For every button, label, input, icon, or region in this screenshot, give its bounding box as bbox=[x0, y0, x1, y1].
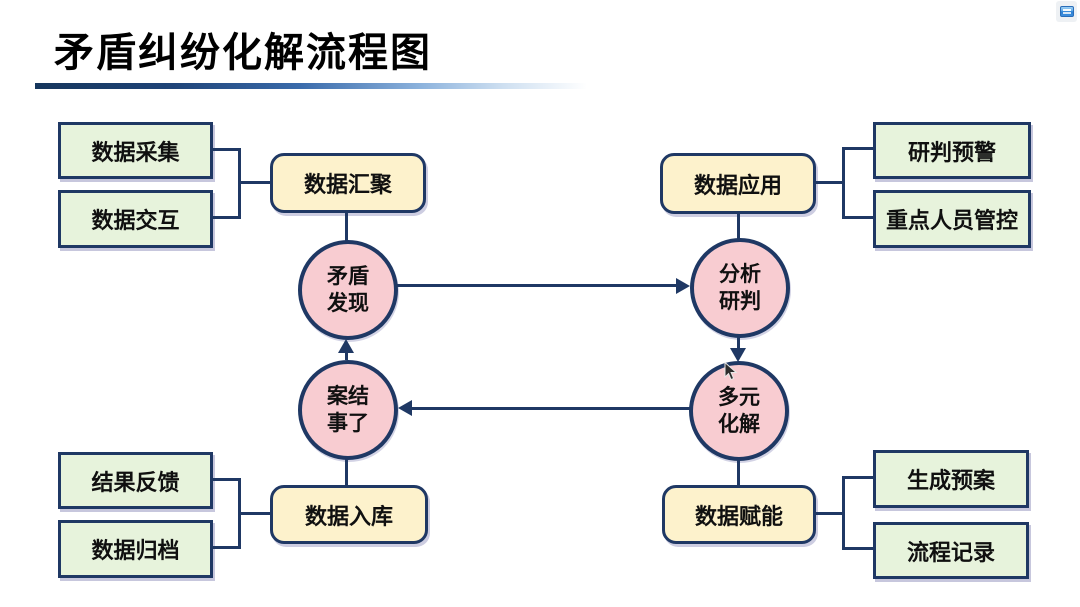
arrow-discovery-to-analysis-head bbox=[676, 278, 690, 294]
circle-label-line: 矛盾 bbox=[327, 265, 369, 288]
connector-plan-stub bbox=[842, 476, 875, 479]
page-title: 矛盾纠纷化解流程图 bbox=[54, 31, 432, 75]
connector-feedback-stub bbox=[211, 478, 240, 481]
node-data-interaction: 数据交互 bbox=[58, 190, 213, 248]
title-underline-bar bbox=[35, 83, 587, 89]
connector-right-bottom-bracket bbox=[842, 476, 845, 550]
node-data-aggregation: 数据汇聚 bbox=[270, 153, 426, 213]
connector-from-application bbox=[813, 181, 845, 184]
circle-label-line: 多元 bbox=[718, 386, 760, 409]
circle-analysis-judgment: 分析 研判 bbox=[690, 238, 790, 338]
mouse-cursor-icon bbox=[724, 362, 738, 381]
circle-label-line: 分析 bbox=[719, 263, 761, 286]
circle-label-line: 化解 bbox=[718, 413, 760, 436]
connector-from-empowerment bbox=[813, 512, 845, 515]
circle-case-closed: 案结 事了 bbox=[298, 360, 398, 460]
circle-label-line: 发现 bbox=[327, 292, 369, 315]
blue-panel-icon bbox=[1059, 6, 1074, 17]
connector-archive-stub bbox=[211, 546, 240, 549]
arrow-analysis-to-resolution-shaft bbox=[737, 336, 740, 350]
connector-collection-stub bbox=[211, 148, 240, 151]
connector-to-aggregation bbox=[238, 181, 272, 184]
node-analysis-warning: 研判预警 bbox=[873, 122, 1031, 179]
connector-to-storage bbox=[238, 512, 272, 515]
circle-label-line: 案结 bbox=[327, 385, 369, 408]
connector-personnel-stub bbox=[842, 216, 875, 219]
node-key-personnel-control: 重点人员管控 bbox=[873, 190, 1031, 248]
arrow-resolution-to-closed-shaft bbox=[411, 407, 690, 410]
connector-aggregation-to-discovery bbox=[345, 211, 348, 242]
node-plan-generation: 生成预案 bbox=[873, 450, 1029, 508]
arrow-discovery-to-analysis-shaft bbox=[396, 284, 678, 287]
node-data-empowerment: 数据赋能 bbox=[662, 485, 816, 544]
connector-interaction-stub bbox=[211, 216, 240, 219]
node-data-collection: 数据采集 bbox=[58, 122, 213, 179]
connector-resolution-to-empowerment bbox=[737, 457, 740, 487]
connector-right-top-bracket bbox=[842, 147, 845, 219]
corner-widget-button[interactable] bbox=[1056, 1, 1077, 22]
arrow-analysis-to-resolution-head bbox=[730, 348, 746, 362]
circle-label-line: 事了 bbox=[327, 412, 369, 435]
connector-warning-stub bbox=[842, 147, 875, 150]
node-result-feedback: 结果反馈 bbox=[58, 452, 213, 509]
arrow-closed-to-discovery-head bbox=[338, 339, 354, 353]
circle-label-line: 研判 bbox=[719, 290, 761, 313]
connector-closed-to-storage bbox=[345, 456, 348, 487]
arrow-resolution-to-closed-head bbox=[398, 400, 412, 416]
node-data-archiving: 数据归档 bbox=[58, 520, 213, 578]
node-process-record: 流程记录 bbox=[873, 522, 1029, 579]
circle-conflict-discovery: 矛盾 发现 bbox=[298, 240, 398, 340]
node-data-application: 数据应用 bbox=[660, 153, 816, 214]
arrow-closed-to-discovery-shaft bbox=[345, 350, 348, 360]
circle-diversified-resolution: 多元 化解 bbox=[689, 361, 789, 461]
connector-application-to-analysis bbox=[737, 212, 740, 240]
node-data-storage: 数据入库 bbox=[270, 485, 428, 544]
connector-record-stub bbox=[842, 547, 875, 550]
